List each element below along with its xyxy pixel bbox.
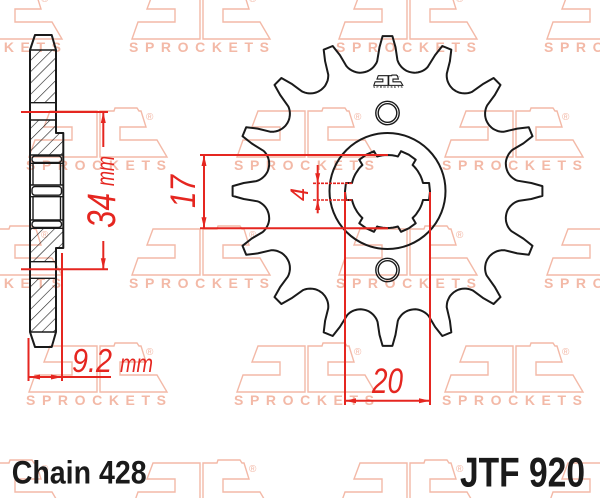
hatched-section-tooth-top [30,50,56,103]
arrow-right-icon [51,374,62,380]
hub-width-unit: mm [92,156,120,186]
watermark-logo [128,0,271,56]
arrow-up-icon [100,112,106,123]
thickness-value: 9.2 [72,342,112,379]
watermark-logo [233,342,376,409]
dimension-spline-major: 20 [344,192,431,405]
hub-width-value: 34 [80,193,124,228]
mounting-hole-bottom [375,257,400,283]
watermark-logo [441,107,584,174]
arrow-left-icon [345,398,356,404]
watermark-logo [233,107,376,174]
jt-sprockets-logo-icon [373,74,403,90]
thickness-unit: mm [120,350,153,378]
watermark-logo [335,459,478,498]
mounting-hole-top [375,100,400,126]
side-section-view [29,34,65,348]
watermark-logo [543,225,600,292]
arrow-right-icon [419,398,430,404]
hatched-section-hub-bottom [30,228,64,262]
spline-bore [344,150,431,233]
spline-minor-value: 17 [164,174,203,208]
arrow-down-icon [201,217,207,229]
arrow-left-icon [29,374,40,380]
side-profile-section-lines [30,49,64,333]
arrow-up-icon [201,155,207,166]
dimension-spline-minor: 17 [164,154,388,230]
part-number: JTF 920 [460,449,585,496]
watermark-logo [543,0,600,56]
watermark-logo [441,342,584,409]
sprocket-tooth-outline [231,35,544,347]
watermark-logo [128,225,271,292]
hatched-section-hub-top [30,120,64,155]
watermark-logo [335,0,478,56]
arrow-down-icon [315,173,321,184]
chain-label: Chain 428 [12,454,147,490]
hatched-section-tooth-bottom [30,278,56,332]
spline-groove-value: 4 [286,188,314,201]
watermark-logo [335,225,478,292]
sprocket-front-view [231,35,544,347]
arrow-up-icon [315,200,321,210]
dimension-thickness: 9.2 mm [27,253,153,381]
dimension-hub-width: 34 mm [21,111,124,271]
spline-major-value: 20 [371,362,403,401]
arrow-down-icon [100,258,106,270]
hub-circle [328,132,447,250]
watermark-logo [128,459,271,498]
